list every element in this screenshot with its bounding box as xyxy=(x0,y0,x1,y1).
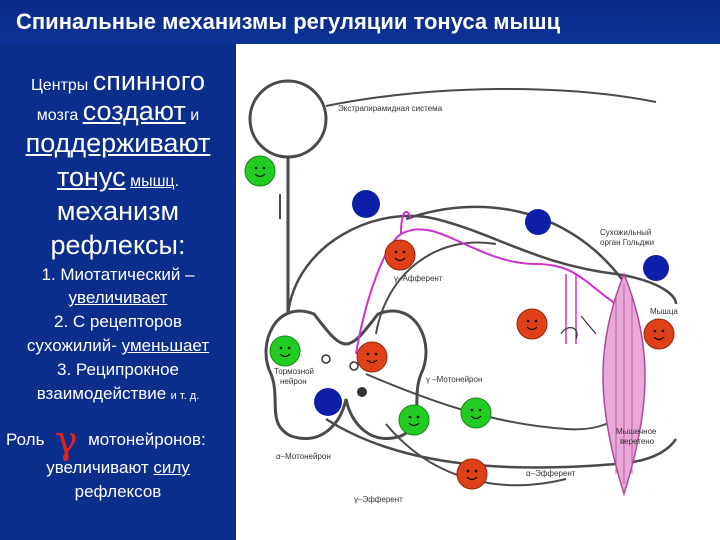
text-centers: Центры xyxy=(31,77,88,94)
diagram-figure: Экстрапирамидная система Сухожильный орг… xyxy=(236,44,720,540)
blue-dot xyxy=(352,190,380,218)
green-face-icon xyxy=(270,336,300,366)
text-decreases: уменьшает xyxy=(122,336,209,355)
label-spindle-2: веретено xyxy=(620,437,655,446)
text-interaction: взаимодействие xyxy=(37,384,167,403)
left-text-panel: Центры спинного мозга создают и поддержи… xyxy=(0,50,236,540)
text-line-1: Центры спинного xyxy=(0,66,236,97)
blue-dot xyxy=(314,388,342,416)
gamma-symbol: γ xyxy=(55,418,78,462)
text-etc: и т. д. xyxy=(171,390,200,402)
text-maintain: поддерживают xyxy=(26,128,211,158)
text-strength: силу xyxy=(153,458,189,477)
text-myotatic: 1. Миотатический – xyxy=(0,265,236,285)
blue-dot xyxy=(525,209,551,235)
green-face-icon xyxy=(399,405,429,435)
text-tendons: сухожилий- xyxy=(27,336,117,355)
spindle-pink-lines xyxy=(566,274,576,344)
text-line-3: поддерживают xyxy=(0,128,236,159)
blue-dot xyxy=(643,255,669,281)
alpha-motoneuron-dot xyxy=(357,387,367,397)
red-face-icon xyxy=(517,309,547,339)
text-increase: увеличивают xyxy=(46,458,148,477)
text-line-14: увеличивают силу xyxy=(0,458,236,478)
label-golgi-2: орган Гольджи xyxy=(600,238,654,247)
label-gamma-efferent: γ–Эфферент xyxy=(354,495,403,504)
text-reflexes-2: рефлексов xyxy=(0,482,236,502)
text-line-4: тонус мышц. xyxy=(0,162,236,193)
label-inhib-2: нейрон xyxy=(280,377,307,386)
red-face-icon xyxy=(644,319,674,349)
text-mechanism: механизм xyxy=(0,196,236,227)
text-brain: мозга xyxy=(37,107,78,124)
inhibitory-neuron-dot xyxy=(322,355,330,363)
label-gamma-motoneuron: γ –Мотонейрон xyxy=(426,375,482,384)
gamma-motoneuron-dot xyxy=(350,362,358,370)
text-motoneurons: мотонейронов: xyxy=(88,430,206,449)
text-create: создают xyxy=(83,96,186,126)
text-and: и xyxy=(190,107,199,124)
extrapyramidal-neuron xyxy=(250,81,326,157)
label-alpha-efferent: α–Эфферент xyxy=(526,469,576,478)
label-gamma-afferent: γ–Афферент xyxy=(394,274,443,283)
label-inhib-1: Тормозной xyxy=(274,367,314,376)
text-from-receptors: 2. С рецепторов xyxy=(0,312,236,332)
text-line-2: мозга создают и xyxy=(0,96,236,127)
diagram-svg: Экстрапирамидная система Сухожильный орг… xyxy=(236,44,720,540)
text-reflexes: рефлексы: xyxy=(0,230,236,261)
text-line-13: Роль γ мотонейронов: xyxy=(0,418,236,462)
text-line-12: взаимодействие и т. д. xyxy=(0,384,236,404)
label-extrapyramidal: Экстрапирамидная система xyxy=(338,104,443,113)
red-face-icon xyxy=(457,459,487,489)
green-face-icon xyxy=(245,156,275,186)
text-reciprocal: 3. Реципрокное xyxy=(0,360,236,380)
text-role: Роль xyxy=(6,430,44,449)
text-tone: тонус xyxy=(57,162,126,192)
text-muscles: мышц xyxy=(130,173,175,190)
red-face-icon xyxy=(357,342,387,372)
text-increases: увеличивает xyxy=(0,288,236,308)
green-face-icon xyxy=(461,398,491,428)
red-face-icon xyxy=(385,240,415,270)
slide-title: Спинальные механизмы регуляции тонуса мы… xyxy=(0,0,720,44)
label-spindle-1: Мышечное xyxy=(616,427,657,436)
text-line-10: сухожилий- уменьшает xyxy=(0,336,236,356)
text-period: . xyxy=(175,173,179,190)
label-muscle: Мышца xyxy=(650,307,678,316)
text-spinal: спинного xyxy=(93,66,205,96)
label-alpha-motoneuron: α–Мотонейрон xyxy=(276,452,331,461)
label-golgi-1: Сухожильный xyxy=(600,228,651,237)
